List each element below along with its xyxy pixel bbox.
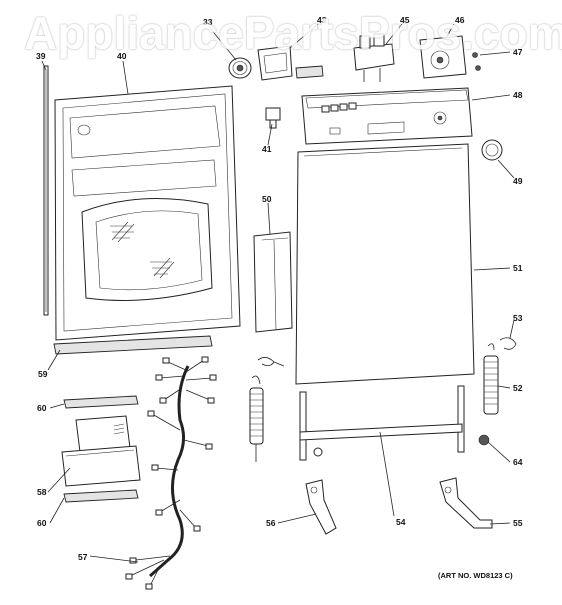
- part-51-outer-door-panel: [295, 143, 475, 385]
- part-55-hinge-right: [439, 477, 493, 529]
- part-43-bracket: [257, 45, 324, 81]
- callout-50: 50: [262, 194, 272, 204]
- callout-49: 49: [513, 176, 523, 186]
- callout-59: 59: [38, 369, 48, 379]
- callout-45: 45: [400, 15, 410, 25]
- callout-53: 53: [513, 313, 523, 323]
- callout-43: 43: [317, 15, 327, 25]
- part-59-bottom-strip: [53, 335, 213, 355]
- part-47-screws: [472, 52, 481, 71]
- part-45-switch: [353, 33, 395, 82]
- part-50-vent-duct: [253, 231, 293, 333]
- callout-52: 52: [513, 383, 523, 393]
- part-58-vent-box: [61, 415, 141, 487]
- callout-54: 54: [396, 517, 406, 527]
- part-52-spring-right: [483, 343, 499, 415]
- part-49-knob: [481, 139, 503, 161]
- part-54-hinge-arm: [299, 385, 465, 461]
- callout-57: 57: [78, 552, 88, 562]
- part-39-gasket-strip: [43, 65, 49, 316]
- part-60-bracket-lower: [63, 489, 139, 503]
- callout-60-upper: 60: [37, 403, 47, 413]
- callout-51: 51: [513, 263, 523, 273]
- part-40-inner-door-panel: [54, 85, 241, 341]
- part-56-hinge-left: [305, 479, 337, 535]
- callout-46: 46: [455, 15, 465, 25]
- part-53-hook: [499, 337, 517, 350]
- callout-58: 58: [37, 487, 47, 497]
- callout-40: 40: [117, 51, 127, 61]
- callout-48: 48: [513, 90, 523, 100]
- part-hook: [257, 357, 285, 367]
- part-48-control-panel: [301, 87, 473, 145]
- callout-55: 55: [513, 518, 523, 528]
- callout-39: 39: [36, 51, 46, 61]
- part-64-nut: [478, 434, 490, 446]
- part-41-clip: [265, 107, 281, 129]
- callout-60-lower: 60: [37, 518, 47, 528]
- leader-lines: [41, 23, 515, 563]
- part-57-wire-harness: [125, 356, 217, 590]
- part-33-wheel: [228, 57, 252, 79]
- callout-56: 56: [266, 518, 276, 528]
- callout-64: 64: [513, 457, 523, 467]
- callout-41: 41: [262, 144, 272, 154]
- part-46-latch: [419, 35, 467, 79]
- callout-labels: 33 43 45 46 47 39 40 48 41 49 50 51 53 5…: [36, 15, 523, 562]
- part-spring-left: [249, 375, 264, 462]
- callout-47: 47: [513, 47, 523, 57]
- part-60-bracket-upper: [63, 395, 139, 409]
- callout-33: 33: [203, 17, 213, 27]
- art-number: (ART NO. WD8123 C): [438, 571, 513, 580]
